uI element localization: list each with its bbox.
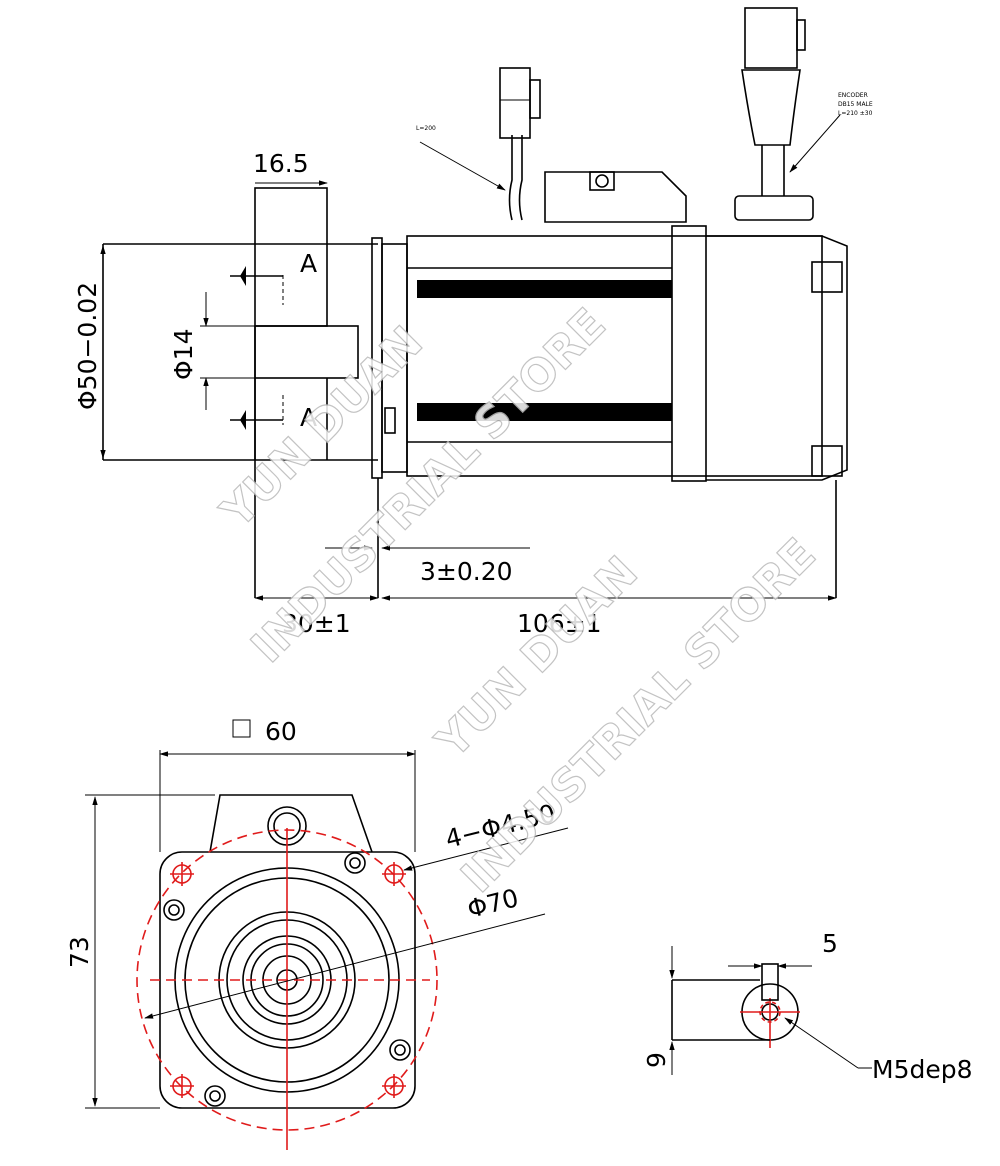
- dim-flange-diameter: Φ50−0.02: [73, 282, 102, 410]
- dim-height: 73: [65, 936, 94, 968]
- encoder-plug: [744, 7, 798, 69]
- power-plug: [499, 67, 531, 139]
- power-cable-note: L=200: [416, 125, 436, 132]
- power-connector-screw: [595, 174, 609, 188]
- encoder-strain-relief: [741, 69, 801, 146]
- dim-shaft-length: 30±1: [282, 609, 351, 638]
- watermarks: YUN DUAN INDUSTRIAL STORE YUN DUAN INDUS…: [210, 298, 826, 903]
- screw-head: [163, 899, 185, 921]
- power-connector-block: [544, 171, 687, 223]
- power-plug-latch: [529, 79, 541, 119]
- power-cable-edge: [518, 135, 523, 221]
- screw-head: [394, 1044, 406, 1056]
- dim-keyway-width: 5: [822, 929, 838, 958]
- housing-fin-top: [417, 280, 672, 298]
- encoder-connector-block: [734, 195, 814, 221]
- screw-head: [168, 904, 180, 916]
- power-connector-screw-base: [589, 171, 615, 191]
- dim-body-length: 106±1: [517, 609, 602, 638]
- leader-bolt-circle: [144, 913, 546, 1019]
- encoder-note: ENCODER: [838, 92, 868, 99]
- mount-holes: [170, 862, 406, 1098]
- leader-mount-holes: [403, 827, 569, 871]
- dim-flange-thickness: 16.5: [253, 149, 309, 178]
- section-arrow-bottom: [240, 410, 246, 430]
- encoder-cable: [761, 145, 785, 196]
- encoder-plug-latch: [796, 19, 806, 51]
- section-arrow-top: [240, 266, 246, 286]
- screw-head: [209, 1090, 221, 1102]
- screw-head: [204, 1085, 226, 1107]
- leader-thread: [784, 1017, 859, 1069]
- encoder-housing: [706, 235, 848, 481]
- shaft-detail: 5 9 M5dep8: [642, 929, 973, 1084]
- thread-label: M5dep8: [872, 1055, 973, 1084]
- power-cable: [508, 135, 513, 221]
- side-view: L=200 ENCODER DB15 MALE L=210 ±30 16.5 Φ…: [73, 7, 873, 638]
- keyway: [761, 963, 779, 1001]
- mount-hole-crosses: [170, 862, 406, 1098]
- rear-clip-top: [811, 261, 843, 293]
- rear-clip-bottom: [811, 445, 843, 477]
- screw-head: [389, 1039, 411, 1061]
- encoder-cable-leader: [789, 114, 841, 173]
- flange-notch: [384, 407, 396, 434]
- encoder-note: DB15 MALE: [838, 101, 873, 108]
- encoder-note: L=210 ±30: [838, 110, 873, 117]
- dim-keyway-depth: 9: [642, 1052, 671, 1068]
- section-mark-top: A: [300, 249, 317, 278]
- dim-flange-offset: 3±0.20: [420, 557, 513, 586]
- screw-heads: [163, 852, 411, 1107]
- connector-housing: [209, 794, 373, 853]
- square-symbol: [232, 719, 251, 738]
- front-view: 60 73: [65, 717, 569, 1150]
- screw-head: [349, 857, 361, 869]
- section-mark-bottom: A: [300, 403, 317, 432]
- screw-head: [344, 852, 366, 874]
- dim-shaft-diameter: Φ14: [169, 329, 198, 381]
- housing-fin-bottom: [417, 403, 672, 421]
- dim-square-size: 60: [265, 717, 297, 746]
- power-cable-leader: [419, 141, 506, 191]
- rear-band: [671, 225, 707, 482]
